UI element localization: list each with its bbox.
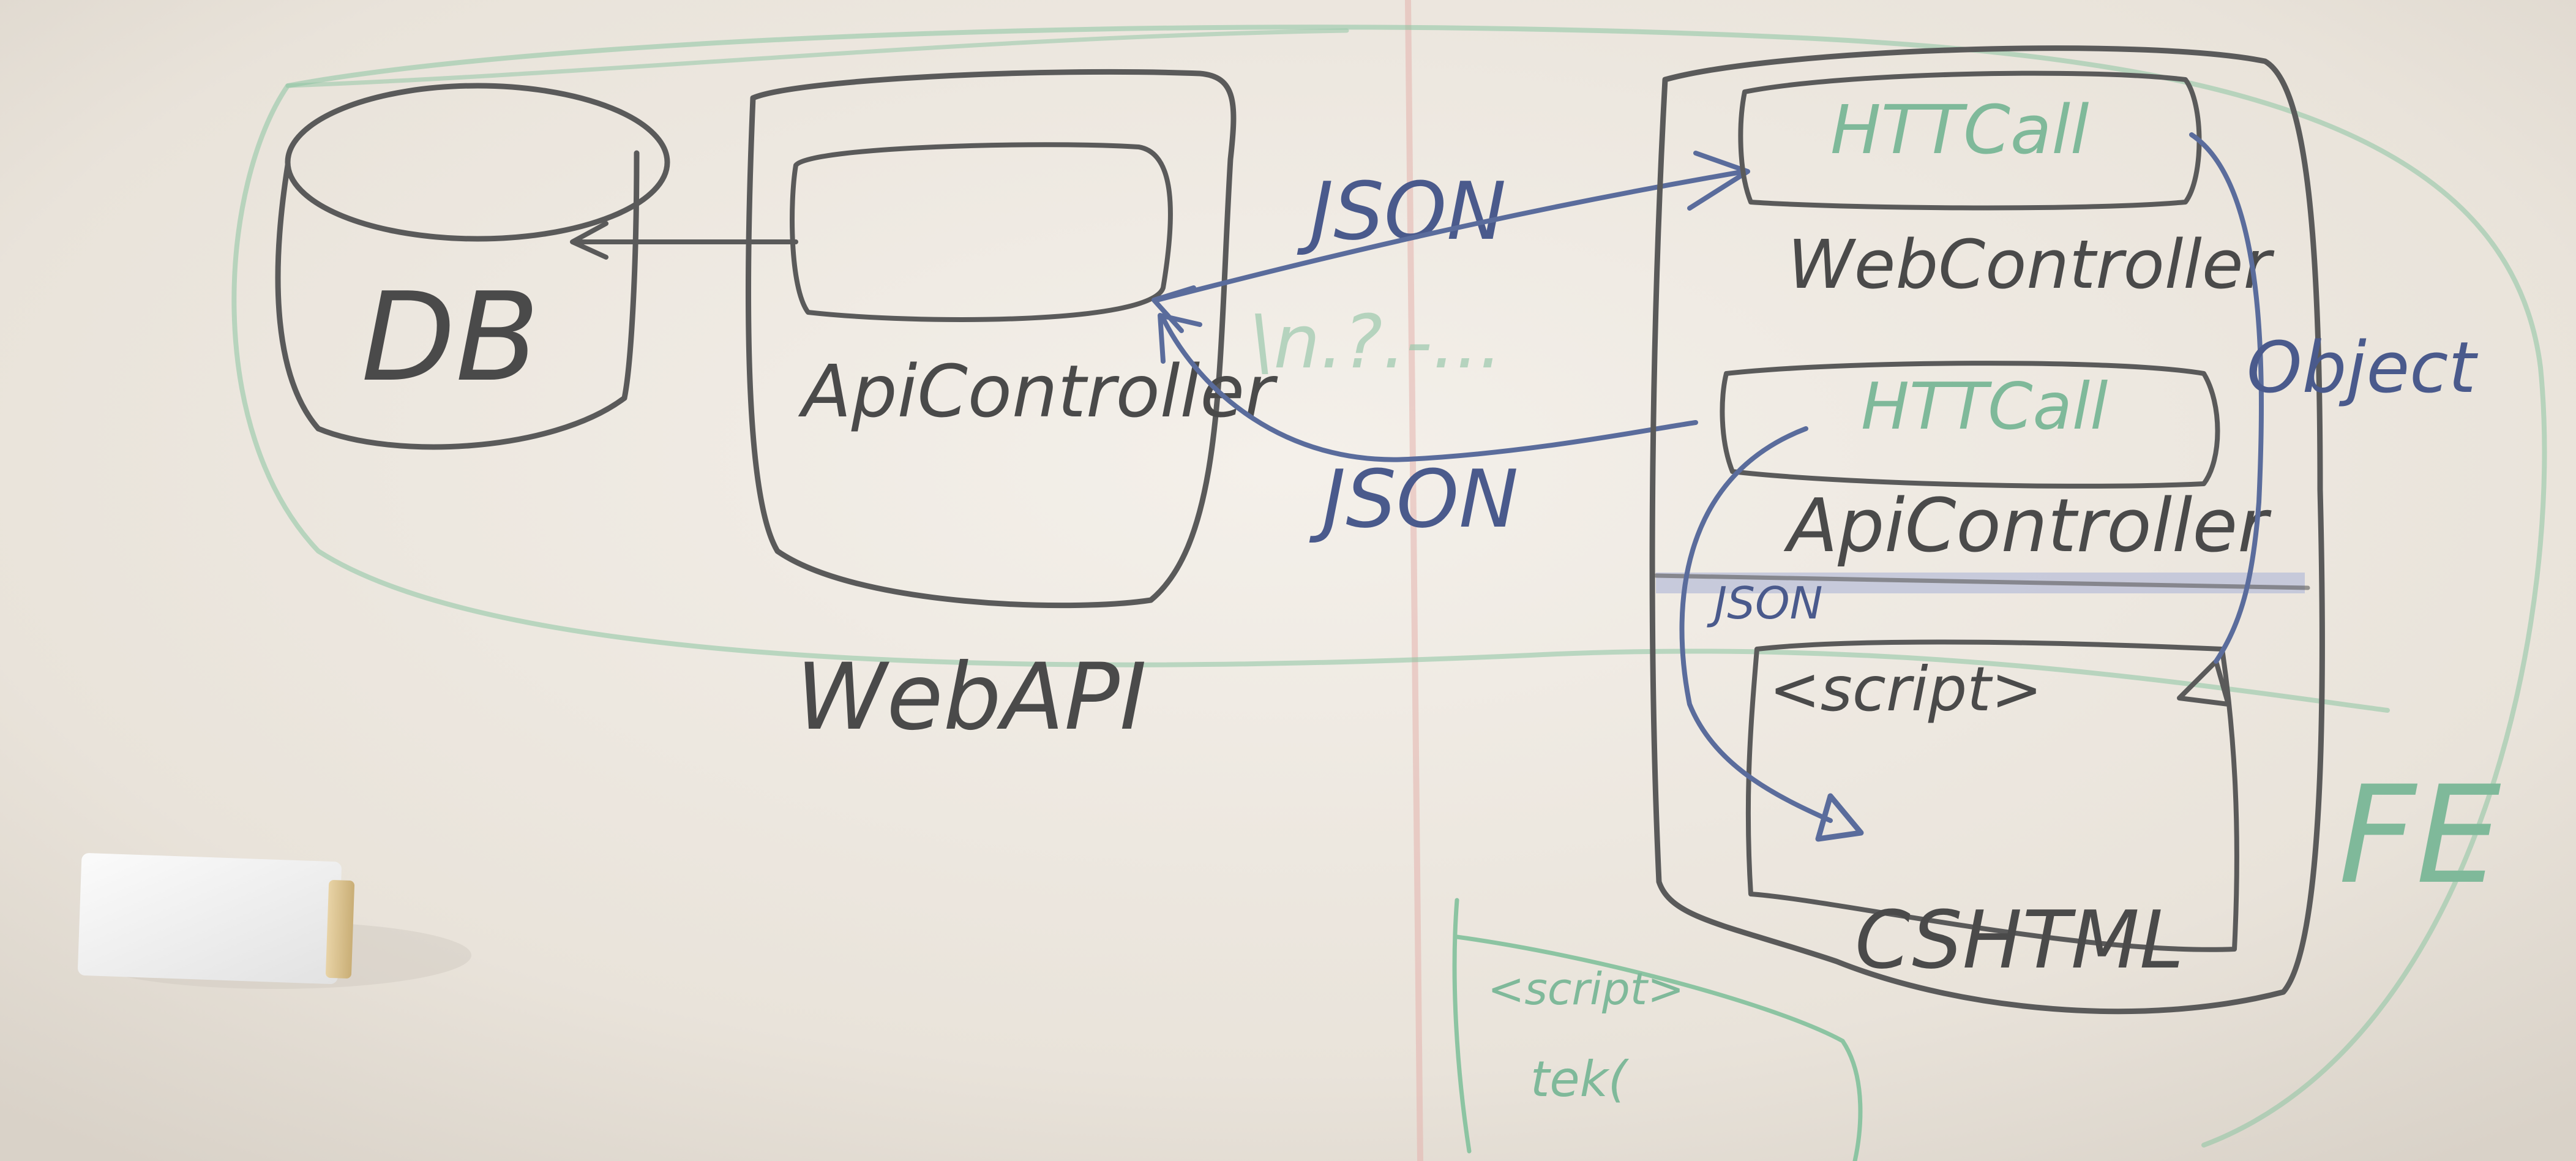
frontend-group: HTTCall WebController HTTCall ApiControl… bbox=[1649, 45, 2325, 1015]
json-small-label: JSON bbox=[1707, 577, 1822, 629]
database-label: DB bbox=[361, 266, 539, 409]
webapi-group: ApiController WebAPI bbox=[745, 69, 1278, 751]
webcontroller-label: WebController bbox=[1788, 225, 2275, 304]
cshtml-label: CSHTML bbox=[1855, 893, 2184, 986]
api-to-script-arrow bbox=[1679, 426, 1833, 823]
faint-red-line bbox=[1405, 0, 1423, 1161]
json-bottom-label: JSON bbox=[1309, 453, 1518, 546]
faint-scribble: \n.?.-... bbox=[1249, 300, 1502, 385]
faint-green-loop bbox=[231, 24, 2547, 1148]
object-label: Object bbox=[2247, 327, 2478, 409]
db-api-arrowhead bbox=[570, 221, 608, 260]
json-top-label: JSON bbox=[1297, 165, 1506, 258]
faint-green-line-top bbox=[285, 28, 1349, 88]
script-label: <script> bbox=[1769, 653, 2042, 725]
web-httcall-label: HTTCall bbox=[1830, 91, 2089, 169]
green-script-label: <script> bbox=[1488, 963, 1684, 1015]
object-arrow bbox=[2189, 132, 2264, 664]
green-text-label: tek( bbox=[1530, 1051, 1630, 1108]
webapi-apicontroller-label: ApiController bbox=[798, 349, 1278, 434]
green-scribble-group: <script> tek( bbox=[1452, 898, 1863, 1161]
database-cylinder: DB bbox=[275, 83, 670, 450]
json-bottom-arrowhead bbox=[1158, 313, 1202, 364]
json-bottom-arrow bbox=[1161, 316, 1698, 462]
api-to-script-arrowhead bbox=[1815, 793, 1864, 842]
fe-label: FE bbox=[2338, 757, 2501, 914]
json-top-arrow bbox=[1155, 169, 1747, 302]
json-top-arrowhead-right bbox=[1687, 151, 1750, 211]
webapi-group-label: WebAPI bbox=[796, 644, 1147, 751]
eraser bbox=[78, 853, 471, 989]
api-httcall-label: HTTCall bbox=[1861, 369, 2108, 444]
front-apicontroller-label: ApiController bbox=[1783, 484, 2272, 569]
